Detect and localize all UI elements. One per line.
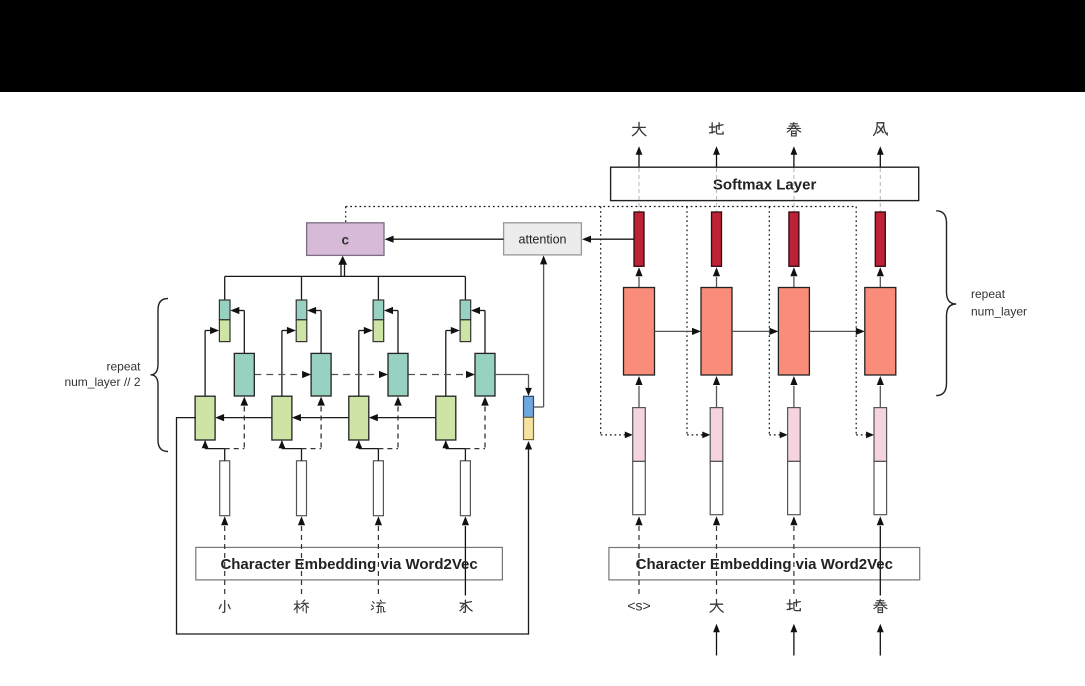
svg-text:num_layer // 2: num_layer // 2 xyxy=(64,375,140,389)
svg-text:Character Embedding via Word2V: Character Embedding via Word2Vec xyxy=(636,556,893,573)
svg-text:repeat: repeat xyxy=(106,360,141,374)
svg-text:c: c xyxy=(342,232,350,247)
svg-text:Character Embedding via Word2V: Character Embedding via Word2Vec xyxy=(220,556,477,573)
svg-text:repeat: repeat xyxy=(971,287,1006,301)
svg-text:<s>: <s> xyxy=(627,598,650,614)
svg-text:Softmax Layer: Softmax Layer xyxy=(713,176,817,193)
svg-text:attention: attention xyxy=(519,233,567,247)
svg-text:num_layer: num_layer xyxy=(971,305,1027,319)
